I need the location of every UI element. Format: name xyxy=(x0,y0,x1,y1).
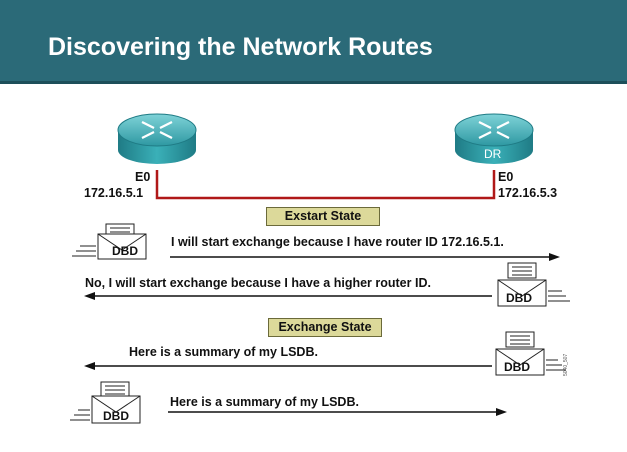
right-ip-label: 172.16.5.3 xyxy=(498,186,558,200)
message-3: Here is a summary of my LSDB. xyxy=(129,345,318,359)
left-interface-label: E0 xyxy=(135,170,151,184)
dr-badge: DR xyxy=(484,147,502,161)
router-left-icon xyxy=(117,113,197,164)
message-1: I will start exchange because I have rou… xyxy=(171,235,504,249)
exstart-state-label: Exstart State xyxy=(266,207,380,226)
diagram-canvas xyxy=(70,113,570,424)
message-2: No, I will start exchange because I have… xyxy=(85,276,431,290)
dbd-label-1: DBD xyxy=(112,244,138,258)
arrow-m3 xyxy=(84,362,492,370)
dbd-label-3: DBD xyxy=(504,360,530,374)
dbd-label-2: DBD xyxy=(506,291,532,305)
message-4: Here is a summary of my LSDB. xyxy=(170,395,359,409)
dbd-envelope-1-icon xyxy=(72,223,147,260)
dbd-envelope-3-icon xyxy=(495,331,566,376)
dbd-envelope-4-icon xyxy=(70,381,141,424)
arrow-m1 xyxy=(170,253,560,261)
exchange-state-label: Exchange State xyxy=(268,318,382,337)
network-link xyxy=(155,170,496,200)
slide-title: Discovering the Network Routes xyxy=(48,33,433,61)
dbd-label-4: DBD xyxy=(103,409,129,423)
dbd-envelope-2-icon xyxy=(497,262,570,307)
figure-id: 5040_507 xyxy=(563,353,569,376)
left-ip-label: 172.16.5.1 xyxy=(84,186,144,200)
title-bar: Discovering the Network Routes xyxy=(0,0,627,84)
right-interface-label: E0 xyxy=(498,170,514,184)
router-right-icon xyxy=(454,113,534,164)
diagram-area: DR E0 172.16.5.1 E0 172.16.5.3 Exstart S… xyxy=(0,84,627,452)
arrow-m2 xyxy=(84,292,492,300)
arrow-m4 xyxy=(168,408,507,416)
